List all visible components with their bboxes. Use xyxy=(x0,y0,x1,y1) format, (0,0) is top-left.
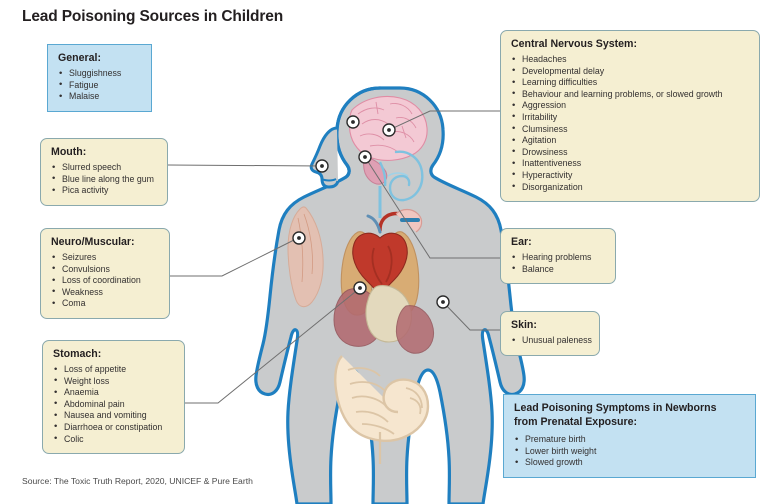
list-item: Disorganization xyxy=(511,181,750,194)
symptom-box-stomach: Stomach: Loss of appetite Weight loss An… xyxy=(42,340,185,455)
list-item: Convulsions xyxy=(51,263,160,276)
list-item: Clumsiness xyxy=(511,123,750,136)
list-item: Agitation xyxy=(511,135,750,147)
list-item: Abdominal pain xyxy=(53,398,175,411)
symptom-box-general: General: Sluggishness Fatigue Malaise xyxy=(47,44,152,112)
list-item: Diarrhoea or constipation xyxy=(53,421,175,434)
box-title-general: General: xyxy=(58,52,101,64)
box-title-mouth: Mouth: xyxy=(51,146,87,158)
symptom-box-ear: Ear: Hearing problems Balance xyxy=(500,228,616,285)
list-item: Anaemia xyxy=(53,387,175,399)
symptom-box-mouth: Mouth: Slurred speech Blue line along th… xyxy=(40,138,168,206)
list-item: Slurred speech xyxy=(51,162,158,174)
list-item: Colic xyxy=(53,433,175,446)
symptom-list-general: Sluggishness Fatigue Malaise xyxy=(58,68,142,103)
symptom-list-skin: Unusual paleness xyxy=(511,335,592,347)
box-title-ear: Ear: xyxy=(511,236,532,248)
symptom-box-newborns: Lead Poisoning Symptoms in Newborns from… xyxy=(503,394,756,478)
list-item: Learning difficulties xyxy=(511,77,750,89)
symptom-list-cns: Headaches Developmental delay Learning d… xyxy=(511,54,750,193)
list-item: Hearing problems xyxy=(511,252,606,264)
list-item: Seizures xyxy=(51,252,160,264)
list-item: Headaches xyxy=(511,54,750,66)
list-item: Weakness xyxy=(51,286,160,299)
list-item: Developmental delay xyxy=(511,65,750,78)
source-attribution: Source: The Toxic Truth Report, 2020, UN… xyxy=(22,476,253,486)
list-item: Sluggishness xyxy=(58,68,142,80)
list-item: Lower birth weight xyxy=(514,445,746,458)
page-title: Lead Poisoning Sources in Children xyxy=(22,8,284,25)
box-title-newborn-line1: Lead Poisoning Symptoms in Newborns xyxy=(514,402,717,414)
list-item: Irritability xyxy=(511,111,750,124)
list-item: Aggression xyxy=(511,100,750,112)
box-title-stomach: Stomach: xyxy=(53,348,102,360)
symptom-list-newborn: Premature birth Lower birth weight Slowe… xyxy=(514,434,746,469)
box-title-newborn-line2: from Prenatal Exposure: xyxy=(514,415,638,428)
box-title-neuro: Neuro/Muscular: xyxy=(51,236,135,248)
symptom-list-ear: Hearing problems Balance xyxy=(511,252,606,275)
symptom-list-neuro: Seizures Convulsions Loss of coordinatio… xyxy=(51,252,160,310)
box-title-cns: Central Nervous System: xyxy=(511,38,637,50)
symptom-list-stomach: Loss of appetite Weight loss Anaemia Abd… xyxy=(53,364,175,445)
box-title-skin: Skin: xyxy=(511,319,537,331)
list-item: Inattentiveness xyxy=(511,158,750,170)
list-item: Premature birth xyxy=(514,434,746,446)
symptom-list-mouth: Slurred speech Blue line along the gum P… xyxy=(51,162,158,197)
symptom-box-neuro-muscular: Neuro/Muscular: Seizures Convulsions Los… xyxy=(40,228,170,319)
list-item: Slowed growth xyxy=(514,457,746,469)
list-item: Hyperactivity xyxy=(511,169,750,182)
list-item: Nausea and vomiting xyxy=(53,410,175,422)
list-item: Blue line along the gum xyxy=(51,173,158,186)
list-item: Malaise xyxy=(58,91,142,103)
list-item: Unusual paleness xyxy=(511,335,592,347)
list-item: Loss of coordination xyxy=(51,275,160,287)
list-item: Loss of appetite xyxy=(53,364,175,376)
list-item: Coma xyxy=(51,298,160,310)
list-item: Fatigue xyxy=(58,79,142,92)
human-body-diagram xyxy=(254,86,526,504)
list-item: Drowsiness xyxy=(511,146,750,159)
list-item: Behaviour and learning problems, or slow… xyxy=(511,88,750,101)
list-item: Balance xyxy=(511,263,606,276)
symptom-box-central-nervous-system: Central Nervous System: Headaches Develo… xyxy=(500,30,760,203)
symptom-box-skin: Skin: Unusual paleness xyxy=(500,311,600,356)
box-title-newborn: Lead Poisoning Symptoms in Newborns from… xyxy=(514,402,746,429)
list-item: Pica activity xyxy=(51,185,158,197)
list-item: Weight loss xyxy=(53,375,175,388)
